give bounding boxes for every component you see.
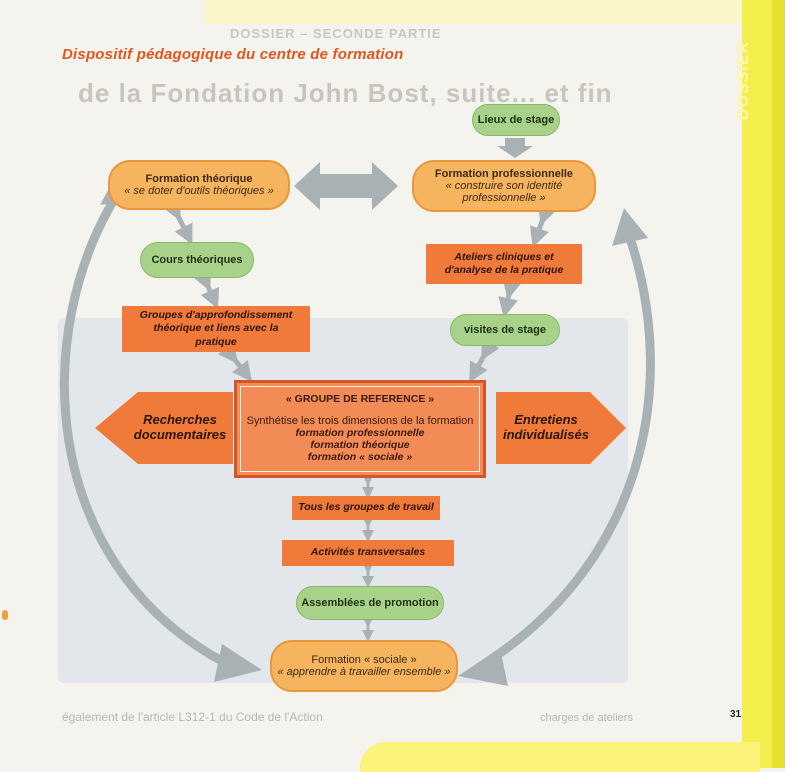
node-entretiens-individualises: Entretiens individualisés (496, 408, 596, 448)
groupe-reference-line1: Synthétise les trois dimensions de la fo… (246, 415, 474, 427)
node-groupes-approfondissement: Groupes d'approfondissement théorique et… (122, 306, 310, 352)
formation-sociale-title: Formation « sociale » (311, 654, 417, 666)
assemblees-label: Assemblées de promotion (301, 597, 439, 609)
right-curved-arrowhead-top (612, 208, 648, 246)
ghost-footer-right: charges de ateliers (540, 712, 633, 724)
groupe-reference-inner: « GROUPE DE REFERENCE » Synthétise les t… (240, 386, 480, 472)
recherches-label: Recherches documentaires (133, 412, 227, 442)
cours-theoriques-label: Cours théoriques (151, 254, 243, 266)
activites-label: Activités transversales (310, 546, 426, 559)
formation-professionnelle-subtitle: « construire son identité professionnell… (445, 180, 563, 204)
connector-groupes-ref (217, 341, 253, 382)
node-assemblees-promotion: Assemblées de promotion (296, 586, 444, 620)
right-curved-arrowhead-bottom (458, 648, 508, 686)
arrow-lieux-to-pro (497, 138, 533, 158)
entretiens-label: Entretiens individualisés (503, 412, 589, 442)
ghost-header: DOSSIER – SECONDE PARTIE (230, 26, 442, 41)
page-title: Dispositif pédagogique du centre de form… (62, 46, 404, 63)
groupes-approfondissement-label: Groupes d'approfondissement théorique et… (139, 309, 293, 348)
top-yellow-band (205, 0, 745, 24)
node-recherches-documentaires: Recherches documentaires (128, 408, 232, 448)
connector-cours-groupes (192, 268, 220, 310)
node-formation-professionnelle: Formation professionnelle « construire s… (412, 160, 596, 212)
formation-professionnelle-title: Formation professionnelle (434, 168, 574, 180)
recherches-arrow-shape (95, 392, 233, 464)
connector-theo-cours (162, 198, 193, 245)
groupes-travail-label: Tous les groupes de travail (298, 501, 434, 514)
node-visites-de-stage: visites de stage (450, 314, 560, 346)
node-lieux-de-stage: Lieux de stage (472, 104, 560, 136)
left-curved-arrowhead-bottom (214, 644, 262, 682)
node-formation-sociale: Formation « sociale » « apprendre à trav… (270, 640, 458, 692)
node-groupe-reference: « GROUPE DE REFERENCE » Synthétise les t… (234, 380, 486, 478)
connector-pro-ateliers (530, 203, 557, 248)
ghost-title: de la Fondation John Bost, suite... et f… (78, 78, 613, 108)
visites-de-stage-label: visites de stage (464, 324, 546, 336)
connector-visites-ref (469, 338, 500, 383)
entretiens-arrow-shape (496, 392, 626, 464)
node-groupes-travail: Tous les groupes de travail (292, 496, 440, 520)
groupe-reference-line4: formation « sociale » (307, 451, 413, 463)
ateliers-label: Ateliers cliniques et d'analyse de la pr… (444, 250, 564, 276)
formation-theorique-title: Formation théorique (145, 173, 253, 185)
connector-ateliers-visites (498, 278, 522, 318)
groupe-reference-line2: formation professionnelle (295, 427, 425, 439)
formation-sociale-subtitle: « apprendre à travailler ensemble » (277, 666, 451, 678)
ghost-footer-text: également de l'article L312-1 du Code de… (62, 710, 323, 724)
node-ateliers: Ateliers cliniques et d'analyse de la pr… (426, 244, 582, 284)
bottom-yellow-band (360, 742, 760, 772)
node-lieux-de-stage-label: Lieux de stage (477, 114, 555, 126)
node-activites-transversales: Activités transversales (282, 540, 454, 566)
formation-theorique-subtitle: « se doter d'outils théoriques » (124, 185, 274, 197)
groupe-reference-line3: formation théorique (310, 439, 410, 451)
page-number: 31 (730, 709, 742, 720)
left-curved-arrow (59, 187, 223, 664)
node-cours-theoriques: Cours théoriques (140, 242, 254, 278)
node-formation-theorique: Formation théorique « se doter d'outils … (108, 160, 290, 210)
right-curved-arrow (487, 236, 655, 664)
margin-marker (2, 610, 8, 620)
double-arrow-theory-professional (294, 162, 398, 210)
groupe-reference-title: « GROUPE DE REFERENCE » (285, 393, 435, 405)
right-yellow-edge (772, 0, 785, 768)
